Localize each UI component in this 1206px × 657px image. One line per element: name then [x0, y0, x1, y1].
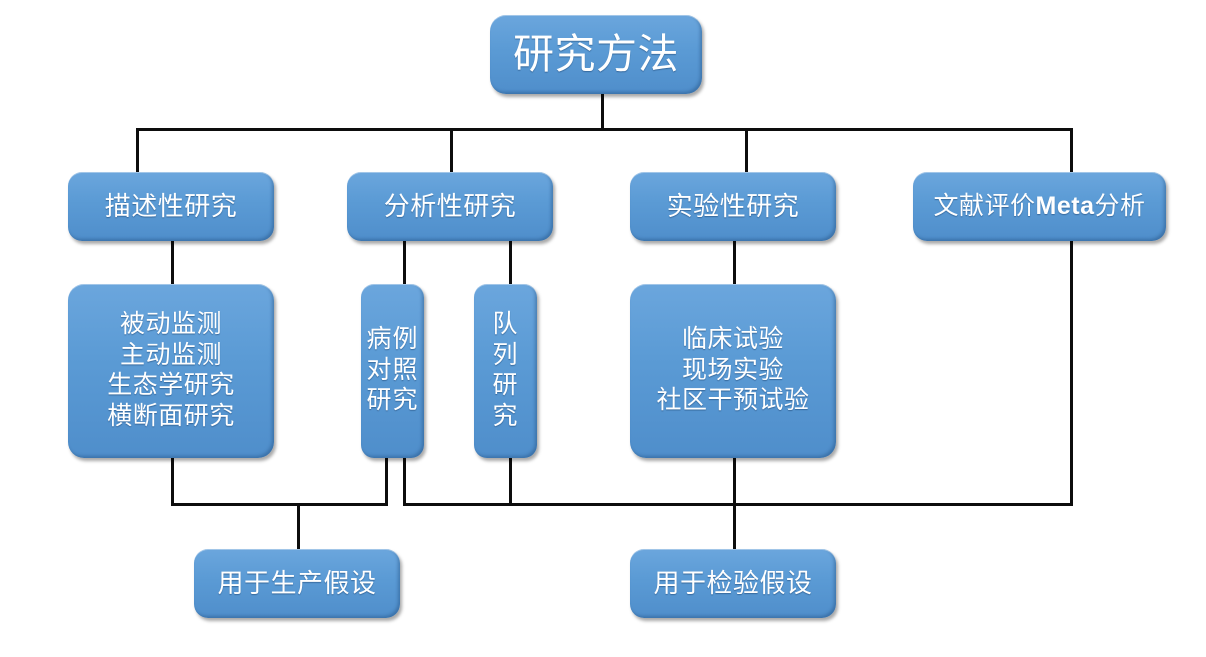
node-methods-case-control[interactable]: 病例 对照 研究: [361, 284, 424, 458]
node-root-label: 研究方法: [513, 31, 679, 78]
connector-root-stem: [601, 93, 604, 131]
node-outcome-test-hypothesis-label: 用于检验假设: [653, 568, 813, 598]
node-category-meta-analysis-label: 文献评价Meta分析: [933, 191, 1146, 220]
node-outcome-generate-hypothesis[interactable]: 用于生产假设: [194, 549, 400, 618]
connector-drop-descriptive: [136, 128, 139, 173]
connector-test-bus: [403, 503, 1073, 506]
node-category-experimental-label: 实验性研究: [666, 191, 800, 221]
connector-descriptive-to-methods: [171, 240, 174, 285]
connector-generate-bus: [171, 503, 388, 506]
node-outcome-generate-hypothesis-label: 用于生产假设: [217, 568, 377, 598]
connector-analytical-to-casecontrol: [403, 240, 406, 285]
node-outcome-test-hypothesis[interactable]: 用于检验假设: [630, 549, 836, 618]
node-methods-case-control-label: 病例 对照 研究: [366, 326, 419, 415]
node-category-meta-analysis[interactable]: 文献评价Meta分析: [913, 172, 1166, 241]
node-root-research-methods[interactable]: 研究方法: [490, 15, 702, 94]
node-category-descriptive[interactable]: 描述性研究: [68, 172, 274, 241]
connector-drop-meta: [1070, 128, 1073, 173]
connector-level2-bus: [136, 128, 1073, 131]
connector-casecontrol-down-left: [385, 458, 388, 506]
connector-generate-drop: [297, 503, 300, 551]
connector-experimental-methods-down: [733, 458, 736, 506]
connector-drop-experimental: [745, 128, 748, 173]
node-methods-experimental-label: 临床试验 现场实验 社区干预试验: [656, 326, 810, 415]
node-methods-cohort-label: 队 列 研 究: [492, 311, 519, 430]
connector-meta-down: [1070, 240, 1073, 506]
node-methods-descriptive[interactable]: 被动监测 主动监测 生态学研究 横断面研究: [68, 284, 274, 458]
node-category-descriptive-label: 描述性研究: [104, 191, 238, 221]
connector-descriptive-methods-down: [171, 458, 174, 506]
node-methods-descriptive-label: 被动监测 主动监测 生态学研究 横断面研究: [107, 311, 235, 430]
node-category-analytical-label: 分析性研究: [383, 191, 517, 221]
connector-analytical-to-cohort: [509, 240, 512, 285]
connector-drop-analytical: [450, 128, 453, 173]
connector-cohort-down: [509, 458, 512, 506]
connector-test-drop: [733, 503, 736, 551]
connector-experimental-to-methods: [733, 240, 736, 285]
node-category-analytical[interactable]: 分析性研究: [347, 172, 553, 241]
connector-casecontrol-down-right: [403, 458, 406, 506]
node-methods-cohort[interactable]: 队 列 研 究: [474, 284, 537, 458]
node-methods-experimental[interactable]: 临床试验 现场实验 社区干预试验: [630, 284, 836, 458]
node-category-experimental[interactable]: 实验性研究: [630, 172, 836, 241]
